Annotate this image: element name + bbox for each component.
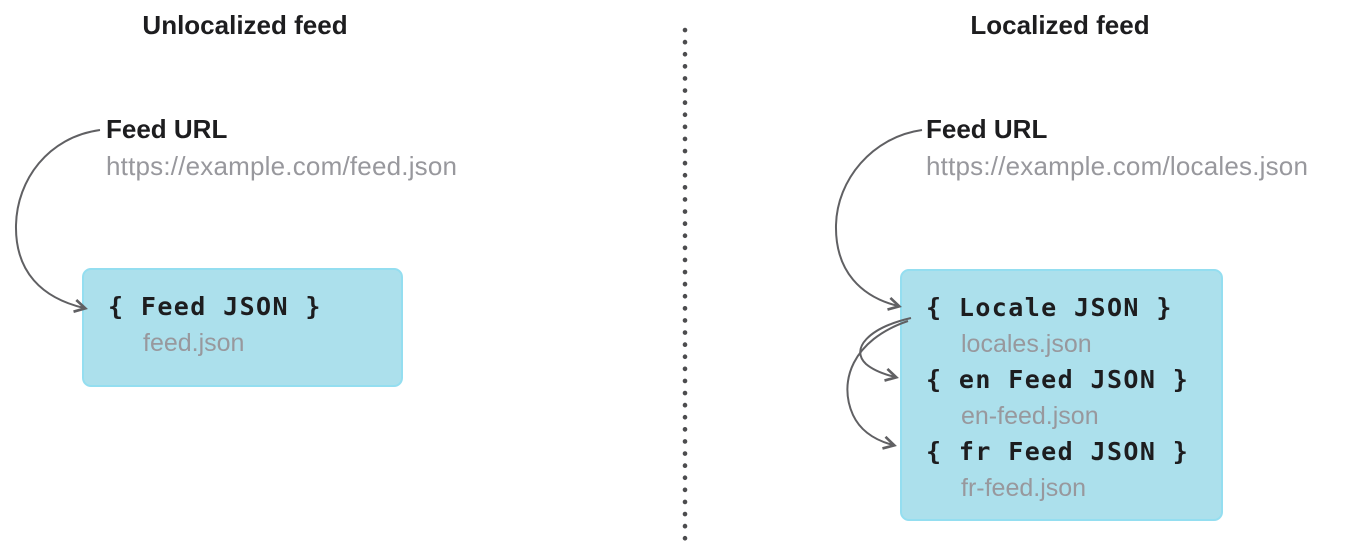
- en-feed-json-entry: { en Feed JSON } en-feed.json: [926, 362, 1221, 434]
- right-locale-json-box: { Locale JSON } locales.json { en Feed J…: [900, 269, 1223, 521]
- unlocalized-feed-title: Unlocalized feed: [142, 10, 348, 40]
- fr-feed-json-filename: fr-feed.json: [961, 474, 1087, 502]
- locale-json-label: { Locale JSON }: [926, 293, 1173, 322]
- feed-json-filename: feed.json: [143, 329, 245, 357]
- fr-feed-json-entry: { fr Feed JSON } fr-feed.json: [926, 434, 1221, 506]
- locale-json-entry: { Locale JSON } locales.json: [926, 290, 1221, 362]
- feed-json-label: { Feed JSON }: [108, 292, 322, 321]
- locale-to-fr-arrow-icon: [846, 320, 909, 445]
- left-feed-json-box: { Feed JSON } feed.json: [82, 268, 403, 387]
- localized-feed-title: Localized feed: [970, 10, 1150, 40]
- fr-feed-json-label: { fr Feed JSON }: [926, 437, 1190, 466]
- left-feed-url-value: https://example.com/feed.json: [106, 151, 458, 181]
- right-feed-url-value: https://example.com/locales.json: [926, 151, 1309, 181]
- right-feed-url-label: Feed URL: [926, 114, 1048, 144]
- left-feed-url-label: Feed URL: [106, 114, 228, 144]
- feed-json-entry: { Feed JSON } feed.json: [108, 289, 401, 361]
- locale-json-filename: locales.json: [961, 330, 1092, 358]
- en-feed-json-label: { en Feed JSON }: [926, 365, 1190, 394]
- en-feed-json-filename: en-feed.json: [961, 402, 1099, 430]
